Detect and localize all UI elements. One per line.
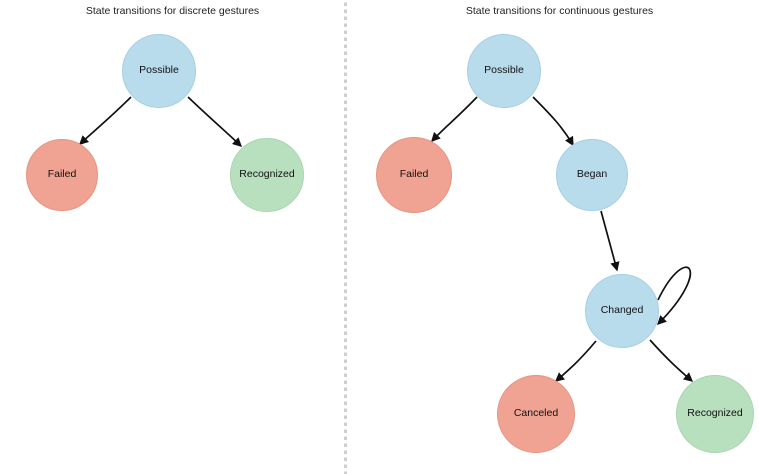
edge-changed-to-recognized (649, 339, 694, 382)
edge-possible-to-recognized-left (187, 96, 243, 147)
node-changed[interactable]: Changed (585, 274, 659, 348)
edge-began-to-changed (600, 210, 620, 272)
node-failed-continuous[interactable]: Failed (376, 137, 452, 213)
right-panel-title: State transitions for continuous gesture… (465, 5, 654, 17)
edge-possible-to-failed-right (431, 96, 478, 143)
node-label: Recognized (687, 407, 743, 420)
node-label: Canceled (513, 407, 559, 420)
node-failed-discrete[interactable]: Failed (26, 139, 98, 211)
node-label: Possible (484, 64, 524, 77)
node-possible-continuous[interactable]: Possible (467, 34, 541, 108)
node-label: Changed (600, 304, 644, 317)
node-label: Recognized (239, 168, 295, 181)
edge-possible-to-failed-left (78, 96, 132, 145)
edge-possible-to-began (532, 96, 574, 147)
node-began[interactable]: Began (556, 139, 628, 211)
node-possible-discrete[interactable]: Possible (122, 34, 196, 108)
node-label: Began (576, 168, 608, 181)
node-recognized-discrete[interactable]: Recognized (230, 138, 304, 212)
node-label: Failed (399, 168, 429, 181)
node-label: Possible (139, 64, 179, 77)
node-recognized-continuous[interactable]: Recognized (676, 375, 754, 453)
panel-divider (344, 0, 347, 474)
edge-changed-self-loop (657, 266, 692, 325)
node-label: Failed (47, 168, 77, 181)
left-panel-title: State transitions for discrete gestures (85, 5, 260, 17)
node-canceled[interactable]: Canceled (497, 375, 575, 453)
edge-changed-to-canceled (554, 340, 597, 382)
